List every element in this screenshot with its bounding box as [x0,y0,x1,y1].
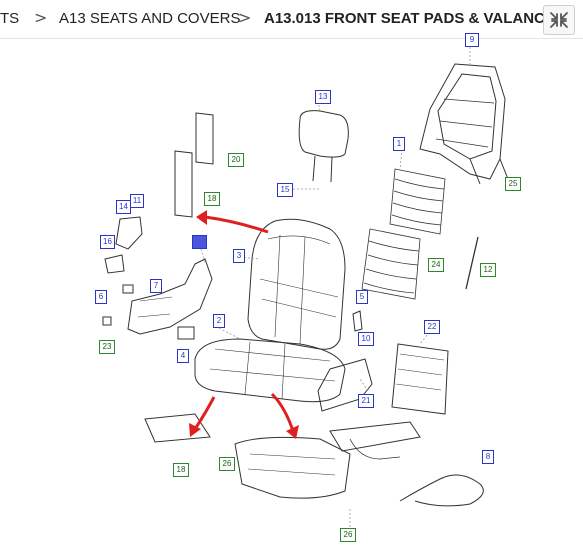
breadcrumb-separator-icon: > [34,8,48,27]
callout-16[interactable]: 16 [100,235,115,249]
floor-pad-part [144,413,211,443]
callout-26-lower[interactable]: 26 [340,528,356,542]
seat-back-frame-part [419,63,509,185]
under-panel-part [329,421,421,452]
parts-diagram: 9 13 1 20 25 15 18 11 14 16 17 3 24 12 7… [0,33,583,553]
clip-part [102,316,112,326]
latch-part [352,310,363,332]
callout-13[interactable]: 13 [315,90,331,104]
arrowhead-icon [196,210,207,225]
callout-4[interactable]: 4 [177,349,189,363]
breadcrumb-bar: TS > A13 SEATS AND COVERS > A13.013 FRON… [0,0,583,39]
arrow-left-red-icon [204,215,269,234]
collapse-button[interactable] [543,5,575,35]
callout-8[interactable]: 8 [482,450,494,464]
callout-18[interactable]: 18 [204,192,220,206]
callout-22[interactable]: 22 [424,320,440,334]
callout-10[interactable]: 10 [358,332,374,346]
callout-14[interactable]: 14 [116,200,131,214]
callout-2[interactable]: 2 [213,314,225,328]
callout-20[interactable]: 20 [228,153,244,167]
breadcrumb-item-current: A13.013 FRONT SEAT PADS & VALANC... [264,10,558,27]
rod-part [465,236,479,290]
callout-18-floor[interactable]: 18 [173,463,189,477]
red-arrowheads [189,210,299,439]
seat-base-part [234,436,351,499]
callout-15[interactable]: 15 [277,183,293,197]
breadcrumb-item-a13-seats-and-covers[interactable]: A13 SEATS AND COVERS [59,10,241,27]
callout-12[interactable]: 12 [480,263,496,277]
callout-23[interactable]: 23 [99,340,115,354]
callout-7[interactable]: 7 [150,279,162,293]
arrowhead-icon [189,423,201,437]
callout-5[interactable]: 5 [356,290,368,304]
switch-part [177,326,195,340]
breadcrumb-item-ts[interactable]: TS [0,10,20,27]
bezel-part [115,216,143,250]
callout-1[interactable]: 1 [393,137,405,151]
breadcrumb-separator-icon: > [238,8,252,27]
seat-back-cushion-part [247,218,346,350]
leader-lines [198,47,471,529]
callout-26-upper[interactable]: 26 [219,457,235,471]
handle-part [104,254,125,274]
arrowhead-icon [286,425,299,439]
backrest-pad-part [174,112,214,218]
callout-21[interactable]: 21 [358,394,374,408]
red-arrows [193,215,295,432]
callout-17-selected[interactable]: 17 [192,235,207,249]
callout-9[interactable]: 9 [465,33,479,47]
callout-25[interactable]: 25 [505,177,521,191]
callout-11[interactable]: 11 [130,194,144,208]
callout-3[interactable]: 3 [233,249,245,263]
side-shield-part [127,258,213,335]
exploded-seat-illustration [102,47,509,529]
wiring-harness-part [399,474,484,507]
clip-part [122,284,134,294]
spring-mat-part [361,168,446,300]
back-panel-part [391,343,449,415]
callout-6[interactable]: 6 [95,290,107,304]
collapse-arrows-icon [550,12,568,28]
callout-24[interactable]: 24 [428,258,444,272]
arrow-down-left-red-icon [193,396,216,430]
head-restraint-part [298,110,349,183]
seat-cushion-part [194,338,346,403]
arrow-down-right-red-icon [270,392,295,432]
